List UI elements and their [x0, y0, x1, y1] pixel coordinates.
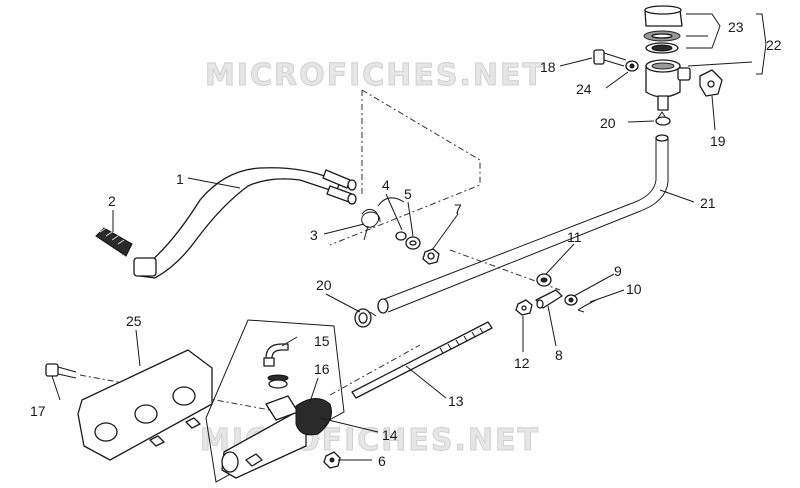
reservoir-washer	[625, 60, 639, 72]
label-1: 1	[176, 171, 184, 187]
watermark-top: MICROFICHES.NET	[205, 58, 545, 93]
label-23: 23	[728, 19, 744, 35]
washer	[405, 236, 421, 250]
label-8: 8	[555, 347, 563, 363]
clutch-cover	[77, 349, 213, 461]
label-2: 2	[108, 193, 116, 209]
split-pin	[577, 299, 597, 313]
label-14: 14	[382, 427, 398, 443]
cover-bolt	[45, 363, 77, 379]
assembly-guide-lines	[79, 89, 561, 411]
label-11: 11	[567, 229, 582, 245]
label-3: 3	[310, 227, 318, 243]
return-spring	[361, 197, 405, 241]
reservoir-bolt	[593, 49, 627, 67]
label-20-top: 20	[600, 115, 616, 131]
label-19: 19	[710, 133, 726, 149]
clutch-lever	[133, 167, 357, 279]
bleed-fitting	[263, 343, 289, 389]
label-6: 6	[378, 453, 386, 469]
reservoir-assembly	[643, 5, 691, 111]
label-16: 16	[314, 361, 330, 377]
label-17: 17	[30, 403, 46, 419]
nut-12	[515, 299, 533, 316]
label-10: 10	[626, 281, 642, 297]
fluid-hose	[377, 134, 669, 314]
washer-9	[564, 294, 578, 306]
subassembly-outline	[205, 319, 345, 483]
label-24: 24	[576, 81, 592, 97]
pedal-rubber	[95, 227, 133, 257]
nut-6	[323, 451, 341, 469]
label-25: 25	[126, 313, 142, 329]
label-21: 21	[700, 195, 716, 211]
nut	[422, 248, 440, 265]
clevis	[535, 289, 563, 309]
hose-clamp-bottom	[354, 308, 377, 328]
label-9: 9	[614, 263, 622, 279]
pin	[395, 231, 407, 241]
leader-lines	[51, 13, 767, 461]
label-18: 18	[540, 59, 556, 75]
callout-labels: 1 2 3 4 5 7 20 11 12 8 9 10 13 14 15 16 …	[30, 19, 782, 469]
reservoir-bracket	[699, 69, 723, 97]
label-13: 13	[448, 393, 464, 409]
label-15: 15	[314, 333, 330, 349]
label-5: 5	[404, 186, 412, 202]
slave-cylinder	[221, 395, 332, 479]
label-12: 12	[514, 355, 530, 371]
push-rod	[351, 321, 493, 399]
nut-11	[536, 273, 552, 287]
label-4: 4	[382, 177, 390, 193]
label-20-bottom: 20	[316, 277, 332, 293]
label-22: 22	[766, 37, 782, 53]
hose-clamp-top	[655, 111, 671, 126]
label-7: 7	[454, 201, 462, 217]
